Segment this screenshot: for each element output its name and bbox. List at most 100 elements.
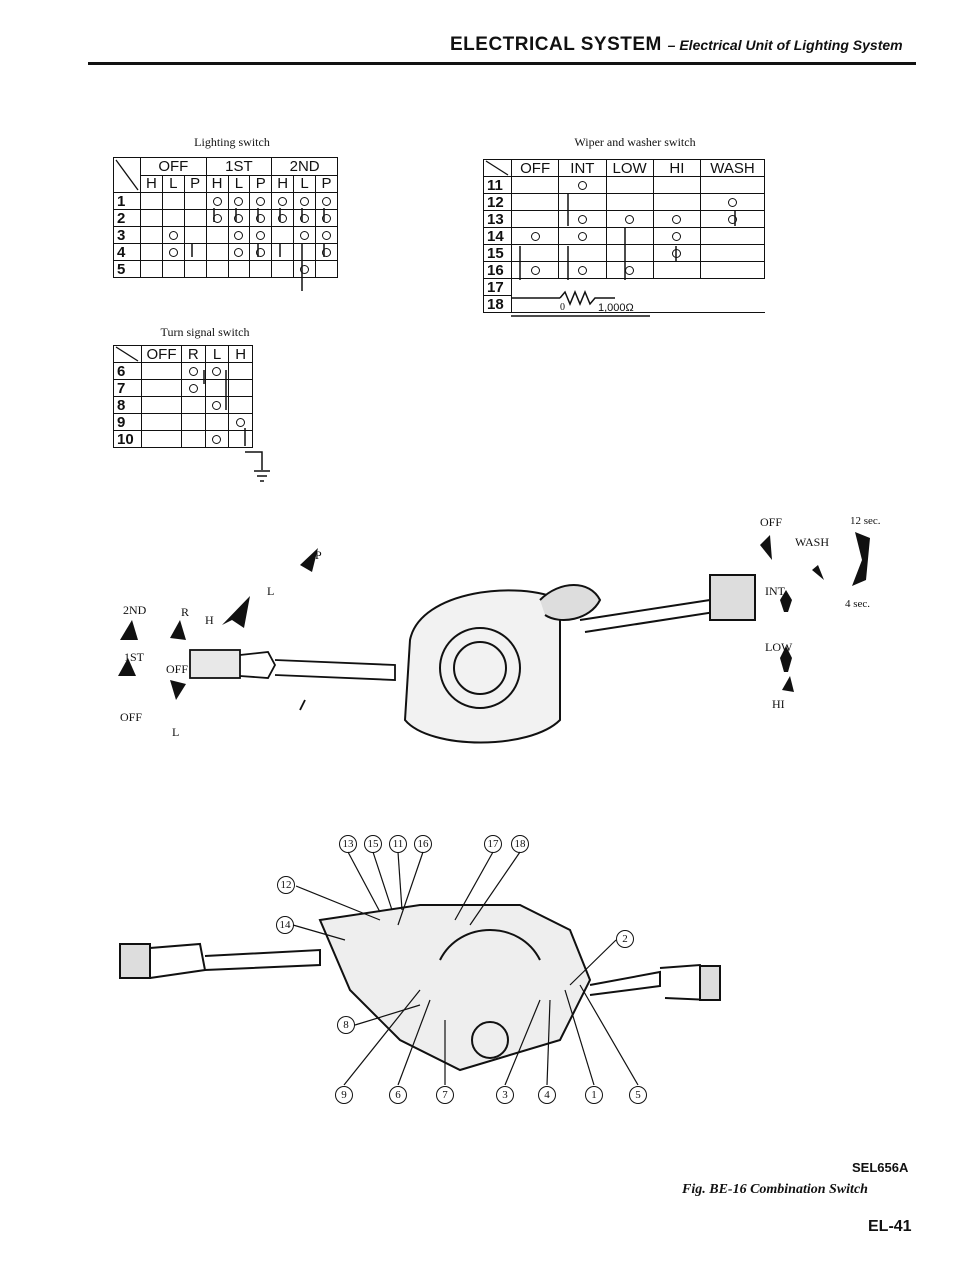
col-h: H (271, 174, 295, 193)
connector-11: 11 (389, 835, 407, 853)
contact-dot (212, 197, 222, 207)
contact-dot (212, 367, 222, 377)
contact-dot (322, 248, 331, 258)
label-h: H (205, 613, 214, 627)
wiper-lever-arrows (760, 532, 870, 692)
turn-link-lines (203, 370, 270, 482)
row-label: 15 (483, 244, 512, 262)
contact-dot (672, 249, 682, 259)
lighting-group-row: OFF 1ST 2ND (113, 157, 338, 193)
wiper-row-14: 14 (483, 227, 765, 245)
wiper-row-18: 18 (483, 295, 765, 313)
header-rule (88, 62, 916, 65)
connector-4: 4 (538, 1086, 556, 1104)
connector-5: 5 (629, 1086, 647, 1104)
label-off: OFF (760, 515, 783, 529)
label-p: P (315, 548, 322, 562)
contact-dot (234, 231, 244, 241)
contact-dot (577, 215, 587, 225)
label-1st: 1ST (124, 650, 145, 664)
connector-3: 3 (496, 1086, 514, 1104)
connector-9: 9 (335, 1086, 353, 1104)
connector-7: 7 (436, 1086, 454, 1104)
col-off: OFF (141, 345, 182, 363)
connector-14: 14 (276, 916, 294, 934)
lighting-lever-arrows (118, 548, 318, 700)
col-int: INT (558, 159, 607, 177)
contact-dot (530, 232, 540, 242)
lighting-row-2: 2 (113, 209, 338, 227)
label-off-low: OFF (120, 710, 143, 724)
contact-dot (256, 248, 266, 258)
contact-dot (728, 198, 737, 208)
contact-dot (188, 367, 198, 377)
label-int: INT. (765, 584, 788, 598)
lighting-row-5: 5 (113, 260, 338, 278)
col-off: OFF (510, 159, 560, 177)
contact-dot (672, 215, 682, 225)
contact-dot (577, 232, 587, 242)
contact-dot (256, 214, 266, 224)
lighting-row-3: 3 (113, 226, 338, 244)
contact-dot (212, 401, 222, 411)
wiper-caption: Wiper and washer switch (574, 135, 696, 149)
label-low: LOW (765, 640, 793, 654)
lighting-switch-table: OFF 1ST 2ND H L P H L P H L P 1 2 3 4 5 (113, 157, 338, 278)
label-l-low: L (172, 725, 180, 739)
wiper-row-13: 13 (483, 210, 765, 228)
wiper-link-lines (511, 193, 736, 317)
connector-1: 1 (585, 1086, 603, 1104)
contact-dot (577, 181, 587, 191)
contact-dot (236, 418, 246, 428)
label-hi: HI (772, 697, 785, 711)
exploded-switch-drawing (119, 904, 721, 1072)
connector-12: 12 (277, 876, 295, 894)
turn-header-row: OFF R L H (113, 345, 253, 363)
label-r: R (181, 605, 190, 619)
contact-dot (212, 214, 222, 224)
label-wash: WASH (795, 535, 830, 549)
label-off-mid: OFF (166, 662, 189, 676)
turn-row-9: 9 (113, 413, 253, 431)
resistor-value: 1,000Ω (598, 302, 634, 314)
contact-dot (625, 215, 635, 225)
wiper-header-row: OFF INT LOW HI WASH (483, 159, 765, 177)
contact-dot (212, 435, 222, 445)
switch-body-drawing (403, 574, 756, 744)
row-label: 13 (483, 210, 512, 228)
leader-lines (292, 851, 639, 1086)
contact-dot (577, 266, 587, 276)
contact-dot (530, 266, 540, 276)
connector-2: 2 (616, 930, 634, 948)
corner-cell (113, 157, 141, 193)
wiper-row-11: 11 (483, 176, 765, 194)
row-label: 4 (113, 243, 141, 261)
wiper-row-17: 17 (483, 278, 765, 296)
header-subtitle: – Electrical Unit of Lighting System (667, 37, 903, 53)
contact-dot (672, 232, 682, 242)
turn-row-7: 7 (113, 379, 253, 397)
contact-dot (300, 197, 310, 207)
contact-dot (300, 231, 310, 241)
connector-8: 8 (337, 1016, 355, 1034)
page-header: ELECTRICAL SYSTEM – Electrical Unit of L… (450, 34, 903, 56)
contact-dot (234, 197, 244, 207)
turn-row-8: 8 (113, 396, 253, 414)
label-2nd: 2ND (123, 603, 147, 617)
page-number: EL-41 (868, 1218, 912, 1235)
wiper-row-12: 12 (483, 193, 765, 211)
turn-signal-table: OFF R L H 6 7 8 9 10 (113, 345, 253, 448)
contact-dot (300, 265, 310, 275)
contact-dot (168, 231, 178, 241)
header-title: ELECTRICAL SYSTEM (450, 34, 662, 55)
contact-dot (322, 214, 331, 224)
contact-dot (234, 214, 244, 224)
col-wash: WASH (700, 159, 765, 177)
group-2nd: 2ND (271, 157, 338, 176)
row-label: 14 (483, 227, 512, 245)
connector-15: 15 (364, 835, 382, 853)
connector-13: 13 (339, 835, 357, 853)
wiper-table: OFF INT LOW HI WASH 11 12 13 14 15 16 17… (483, 159, 765, 313)
contact-dot (278, 197, 288, 207)
contact-dot (322, 231, 331, 241)
